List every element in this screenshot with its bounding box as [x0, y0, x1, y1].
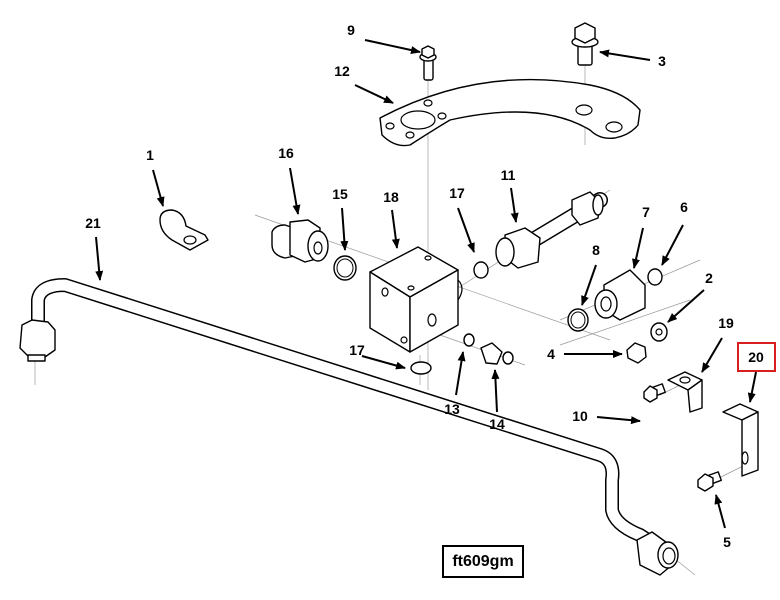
nut[interactable]: [626, 342, 647, 364]
highlight-box: [737, 342, 776, 372]
callout-4[interactable]: 4: [547, 346, 555, 362]
small-bolt[interactable]: [419, 45, 437, 81]
callout-3[interactable]: 3: [658, 53, 666, 69]
plug-fitting[interactable]: [480, 342, 514, 365]
callout-7[interactable]: 7: [642, 204, 650, 220]
callout-6[interactable]: 6: [680, 199, 688, 215]
o-ring-block-bottom[interactable]: [410, 361, 432, 375]
bulkhead-fitting[interactable]: [594, 269, 646, 321]
o-ring-small[interactable]: [463, 333, 475, 347]
callout-2[interactable]: 2: [705, 270, 713, 286]
hose-fitting[interactable]: [495, 191, 608, 269]
callout-21[interactable]: 21: [85, 215, 101, 231]
callout-10[interactable]: 10: [572, 408, 588, 424]
clip[interactable]: [159, 209, 209, 251]
o-ring-block-right[interactable]: [473, 261, 489, 279]
callout-20[interactable]: 20: [748, 349, 764, 365]
callout-13[interactable]: 13: [444, 401, 460, 417]
callout-16[interactable]: 16: [278, 145, 294, 161]
callout-9[interactable]: 9: [347, 22, 355, 38]
callout-12[interactable]: 12: [334, 63, 350, 79]
callout-17-bottom[interactable]: 17: [349, 342, 365, 358]
mounting-plate[interactable]: [379, 78, 641, 147]
drawing-reference-code: ft609gm: [442, 545, 524, 578]
bracket-19[interactable]: [667, 371, 703, 413]
callout-5[interactable]: 5: [723, 534, 731, 550]
callout-18[interactable]: 18: [383, 189, 399, 205]
bolt-bracket20[interactable]: [697, 471, 722, 492]
callout-14[interactable]: 14: [489, 416, 505, 432]
large-bolt[interactable]: [571, 22, 599, 66]
valve-block[interactable]: [369, 246, 463, 353]
o-ring-right[interactable]: [647, 268, 663, 286]
washer[interactable]: [650, 322, 668, 342]
callout-11[interactable]: 11: [500, 167, 516, 183]
bracket-20[interactable]: [722, 403, 759, 477]
leader-arrows: [95, 39, 757, 529]
tube[interactable]: [19, 278, 679, 576]
callout-17-right[interactable]: 17: [449, 185, 465, 201]
callout-8[interactable]: 8: [592, 242, 600, 258]
callout-19[interactable]: 19: [718, 315, 734, 331]
callout-15[interactable]: 15: [332, 186, 348, 202]
callout-1[interactable]: 1: [146, 147, 154, 163]
adapter-fitting[interactable]: [271, 219, 329, 263]
bolt-bracket19[interactable]: [643, 383, 666, 403]
